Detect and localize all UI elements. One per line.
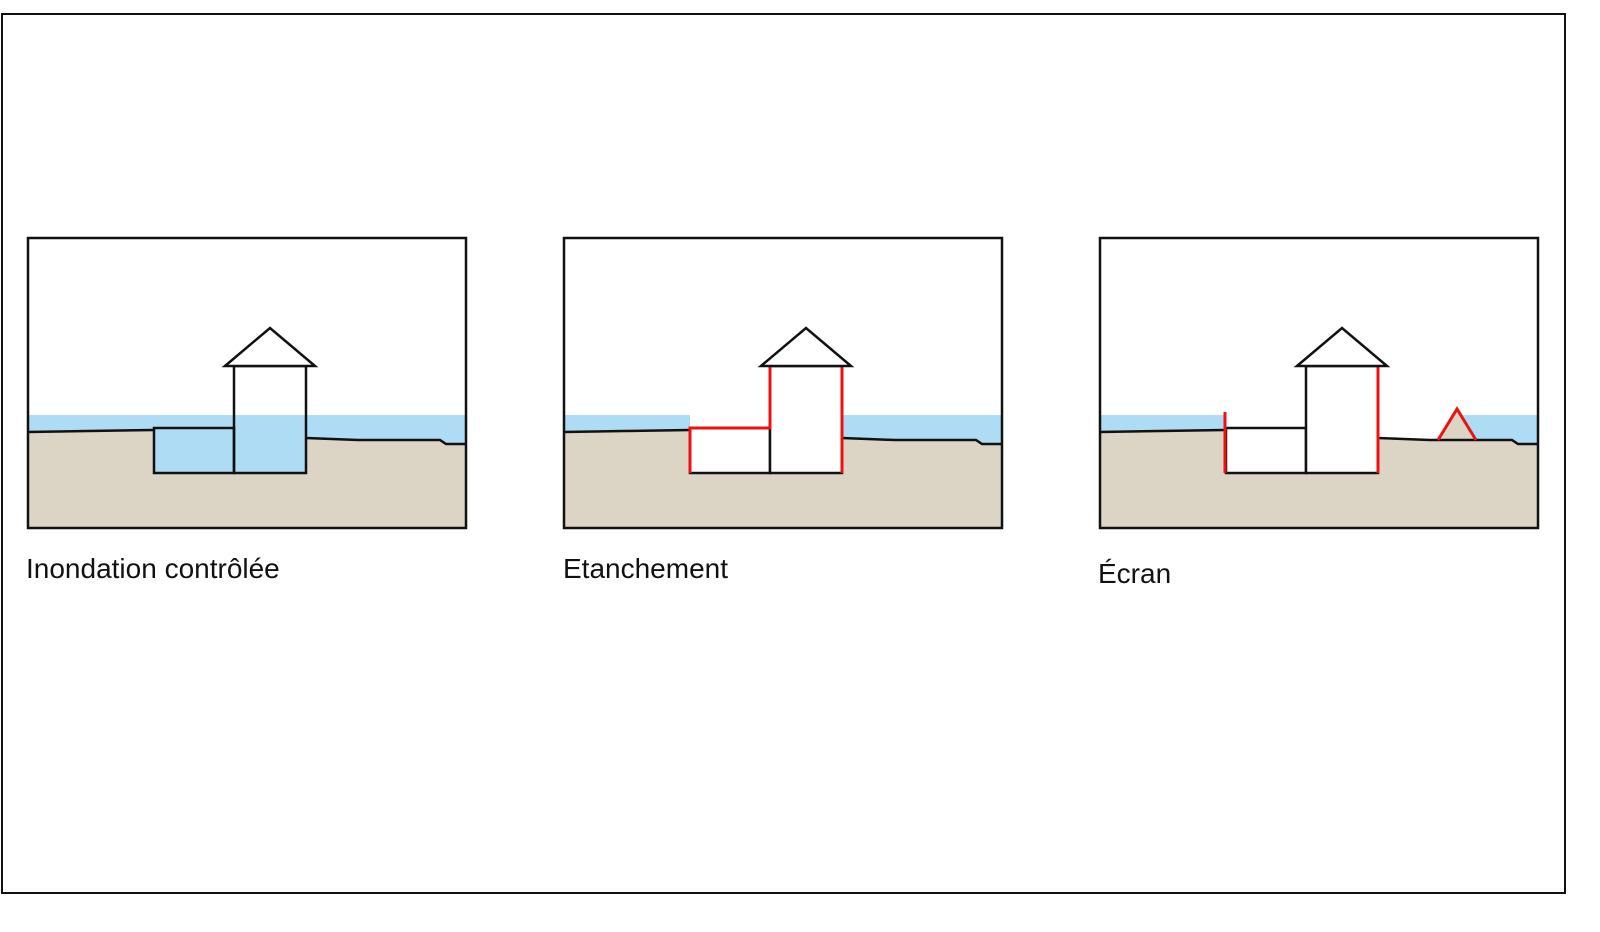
outer-frame [1, 13, 1566, 894]
waterproof-barrier [688, 366, 772, 473]
panel-waterproofing [562, 236, 1004, 530]
panel-screen [1098, 236, 1540, 530]
panel-label-screen: Écran [1098, 558, 1172, 589]
ground [28, 430, 466, 528]
panel-controlled-flooding [26, 236, 468, 530]
levee [1436, 406, 1478, 441]
panel-label-waterproofing: Etanchement [563, 553, 728, 584]
panel-label-controlled-flooding: Inondation contrôlée [26, 553, 280, 584]
